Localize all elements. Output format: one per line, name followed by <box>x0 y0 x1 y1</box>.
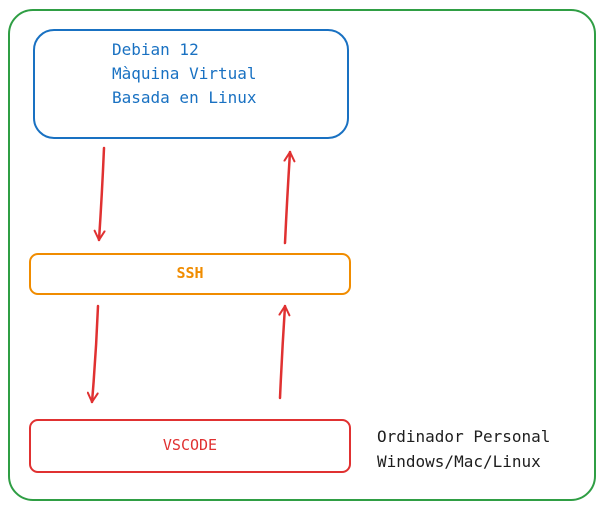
host-name-label: Ordinador Personal <box>377 427 551 446</box>
vscode-box <box>29 419 351 473</box>
arrow-vscode-to-ssh <box>278 304 291 400</box>
ssh-label: SSH <box>176 264 204 282</box>
virtual-machine-box <box>33 29 349 139</box>
arrow-vm-to-ssh <box>93 146 106 242</box>
arrow-ssh-to-vm <box>283 150 296 245</box>
vscode-label: VSCODE <box>162 436 218 454</box>
vm-type-label: Màquina Virtual <box>112 64 257 83</box>
vm-base-label: Basada en Linux <box>112 88 257 107</box>
ssh-box <box>29 253 351 295</box>
personal-computer-frame <box>8 9 596 501</box>
vm-os-label: Debian 12 <box>112 40 199 59</box>
arrow-ssh-to-vscode <box>86 304 100 404</box>
host-os-label: Windows/Mac/Linux <box>377 452 541 471</box>
